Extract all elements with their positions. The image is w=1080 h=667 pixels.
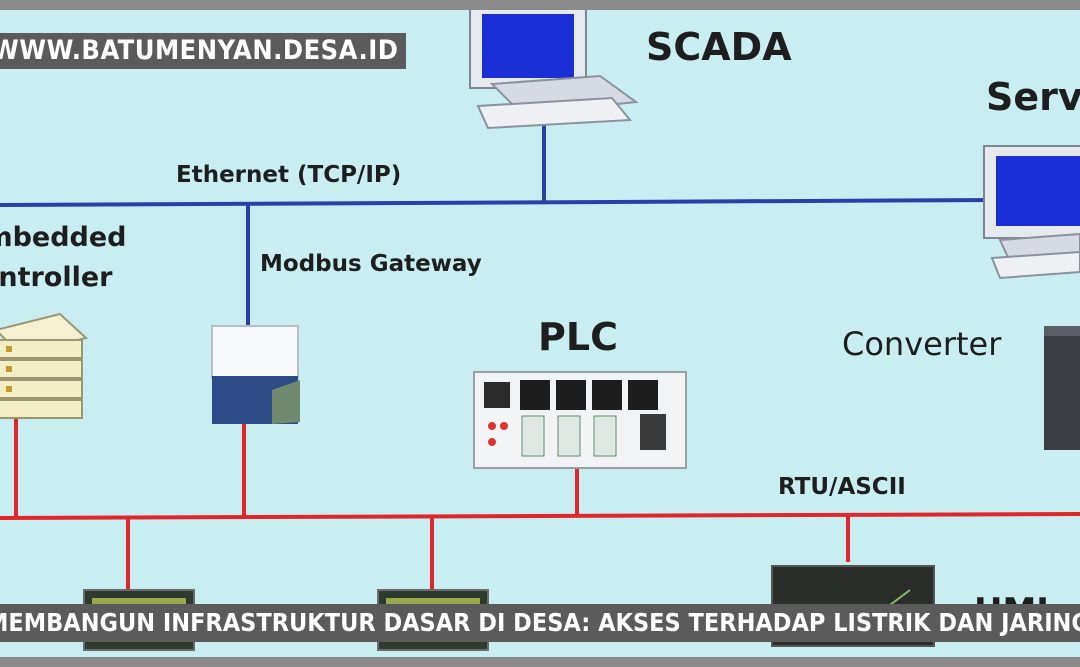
- ethernet-link-label: Ethernet (TCP/IP): [176, 162, 402, 188]
- caption-banner: MEMBANGUN INFRASTRUKTUR DASAR DI DESA: A…: [0, 604, 1080, 642]
- converter-icon: [1044, 326, 1080, 450]
- network-diagram: [0, 10, 1080, 651]
- diagram-canvas: SCADA Server Ethernet (TCP/IP) Embedded …: [0, 10, 1080, 657]
- site-watermark: WWW.BATUMENYAN.DESA.ID: [0, 33, 407, 69]
- server-computer-icon: [983, 145, 1080, 280]
- embedded-label-line2: Controller: [0, 262, 113, 293]
- serial-link-label: RTU/ASCII: [778, 474, 906, 500]
- ethernet-bus-line: [0, 198, 1001, 207]
- scada-computer-icon: [469, 10, 639, 130]
- plc-label: PLC: [538, 315, 618, 359]
- embedded-controller-icon: [0, 312, 89, 419]
- modbus-gateway-label: Modbus Gateway: [260, 251, 482, 277]
- serial-bus-line: [0, 512, 1080, 520]
- embedded-label-line1: Embedded: [0, 222, 127, 253]
- scada-label: SCADA: [646, 25, 792, 69]
- server-label: Server: [986, 75, 1080, 119]
- converter-label: Converter: [842, 325, 1002, 363]
- modbus-gateway-icon: [211, 325, 300, 424]
- plc-icon: [473, 371, 687, 469]
